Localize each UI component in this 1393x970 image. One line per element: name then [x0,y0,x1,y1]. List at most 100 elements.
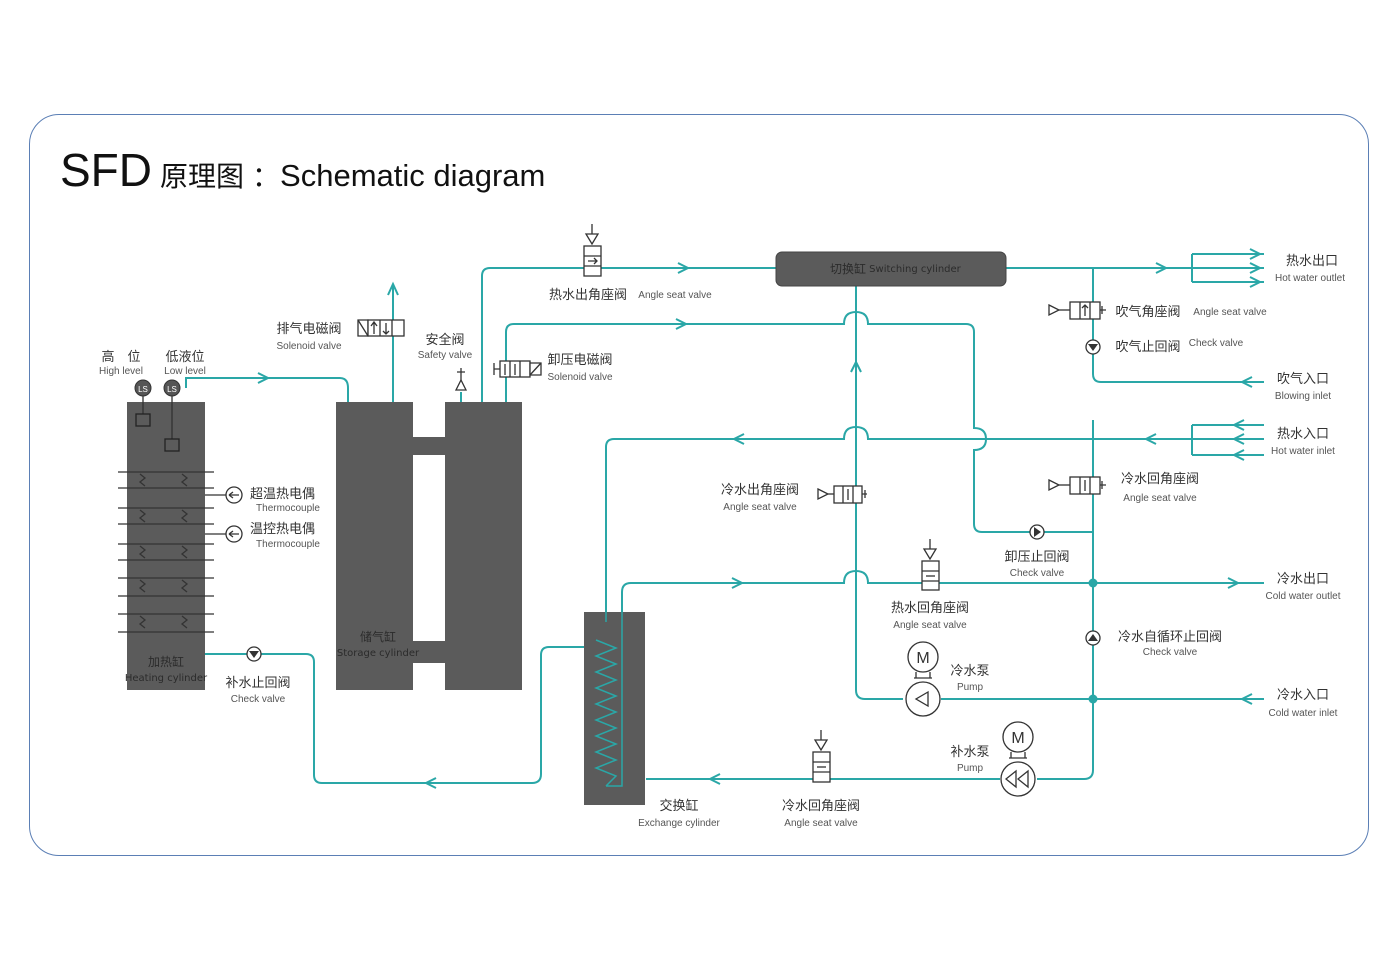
pipe-inlet-manifold [1191,424,1264,456]
makeup-pump-cn: 补水泵 [950,745,989,760]
flow-arrow [1231,449,1245,461]
temp-control-thermocouple-en: Thermocouple [256,539,320,550]
heating-cylinder-cn: 加热缸 [148,654,184,669]
flow-arrow [1155,262,1169,274]
over-temp-thermocouple-en: Thermocouple [256,503,320,514]
pipe-switching-down [855,286,903,700]
heating-cylinder-en: Heating cylinder [125,673,208,684]
exhaust-solenoid-valve: 排气电磁阀 Solenoid valve [276,319,405,352]
storage-cylinder-en: Storage cylinder [337,648,420,659]
cold-pump-en: Pump [957,682,984,693]
port-labels: 热水出口 Hot water outlet 吹气入口 Blowing inlet… [1265,254,1345,719]
pipes [185,253,1264,784]
hot-water-inlet-cn: 热水入口 [1277,427,1329,442]
hot-water-outlet-valve-en: Angle seat valve [638,290,712,301]
makeup-pump-en: Pump [957,763,984,774]
cold-water-return-bottom-en: Angle seat valve [784,818,858,829]
temp-control-thermocouple: 温控热电偶 Thermocouple [205,522,320,550]
title-code: SFD [60,144,152,196]
pipe-right-vertical [1037,420,1094,780]
blowing-inlet-cn: 吹气入口 [1277,371,1329,387]
cold-water-pump: M 冷水泵 Pump [905,641,990,717]
title-separator: ： [252,160,281,193]
blowing-check-valve-en: Check valve [1189,338,1244,349]
relief-solenoid-cn: 卸压电磁阀 [547,352,612,368]
level-float-high [135,413,151,427]
flow-arrow [1143,433,1157,445]
heating-coils [138,473,189,629]
flow-arrow [1239,693,1253,705]
exchange-cylinder: 交换缸 Exchange cylinder [584,612,721,829]
flow-arrow [1231,419,1245,431]
low-level-cn: 低液位 [165,350,204,365]
flow-arrow [1249,262,1263,274]
cold-water-outlet-en: Cold water outlet [1265,591,1340,602]
junction-dot [1088,578,1098,588]
flow-arrow [1231,433,1245,445]
heating-element-lines [118,471,214,633]
pipe-blowing-vertical [1092,268,1264,383]
flow-arrow [1239,376,1253,388]
diagram-frame [29,114,1369,856]
switching-cylinder: 切换缸 Switching cylinder [775,251,1007,287]
blowing-inlet-en: Blowing inlet [1275,391,1331,402]
hot-water-outlet-valve: 热水出角座阀 Angle seat valve [549,224,712,303]
hot-water-outlet-valve-cn: 热水出角座阀 [549,288,627,303]
cold-water-inlet-en: Cold water inlet [1269,708,1338,719]
cold-water-return-right-en: Angle seat valve [1123,493,1197,504]
exchange-coil [593,612,623,787]
junctions [1088,578,1098,704]
hot-water-outlet-cn: 热水出口 [1286,254,1338,269]
switching-cylinder-en: Switching cylinder [869,264,962,275]
makeup-pump: M 补水泵 Pump [950,721,1036,797]
flow-arrow [1249,276,1263,288]
storage-cylinder-cn: 储气缸 [360,629,396,644]
self-circ-check-cn: 冷水自循环止回阀 [1118,630,1222,645]
heating-cylinder: 加热缸 Heating cylinder [118,396,214,690]
junction-dot [1088,694,1098,704]
blowing-angle-valve-en: Angle seat valve [1193,307,1267,318]
makeup-check-valve-cn: 补水止回阀 [225,676,290,691]
pipe-storage-to-switching [481,267,777,402]
safety-valve-en: Safety valve [418,350,473,361]
cold-water-return-valve-bottom: 冷水回角座阀 Angle seat valve [782,730,860,829]
hot-water-return-valve-en: Angle seat valve [893,620,967,631]
hot-water-return-valve: 热水回角座阀 Angle seat valve [891,539,969,631]
pipe-hot-water-inlet [605,425,1192,612]
high-level-en: High level [99,366,143,377]
self-circ-check-en: Check valve [1143,647,1198,658]
level-switch-low: LS 低液位 Low level [163,350,206,397]
flow-arrow [1249,248,1263,260]
hot-water-outlet-en: Hot water outlet [1275,273,1345,284]
flow-arrow [731,433,745,445]
title-en: Schematic diagram [280,158,546,193]
makeup-check-valve: 补水止回阀 Check valve [225,646,291,705]
flow-arrow [731,577,745,589]
relief-solenoid-en: Solenoid valve [547,372,612,383]
flow-arrow [850,359,862,373]
level-switch-high: LS 高 位 High level [99,349,152,397]
flow-arrow [707,773,721,785]
cold-water-return-valve-right: 冷水回角座阀 Angle seat valve [1048,472,1199,504]
blowing-angle-valve-cn: 吹气角座阀 [1115,304,1180,320]
blowing-angle-valve: 吹气角座阀 Angle seat valve [1048,301,1267,320]
exchange-cylinder-cn: 交换缸 [659,798,698,814]
pipe-relief-line [505,310,1093,533]
cold-pump-motor-badge: M [916,650,929,667]
relief-check-valve-cn: 卸压止回阀 [1004,549,1069,565]
level-switch-low-badge: LS [167,385,177,394]
hot-water-return-valve-cn: 热水回角座阀 [891,601,969,616]
cold-water-outlet-valve-en: Angle seat valve [723,502,797,513]
safety-valve: 安全阀 Safety valve [418,332,473,391]
flow-arrow [675,318,689,330]
makeup-check-valve-en: Check valve [231,694,286,705]
blowing-check-valve-cn: 吹气止回阀 [1115,339,1180,355]
blowing-check-valve: 吹气止回阀 Check valve [1085,338,1244,355]
flow-arrows [257,248,1263,789]
pipe-outlet-manifold [1191,253,1264,283]
level-float-low [164,438,180,452]
flow-arrow [1227,577,1241,589]
flow-arrow [257,372,271,384]
